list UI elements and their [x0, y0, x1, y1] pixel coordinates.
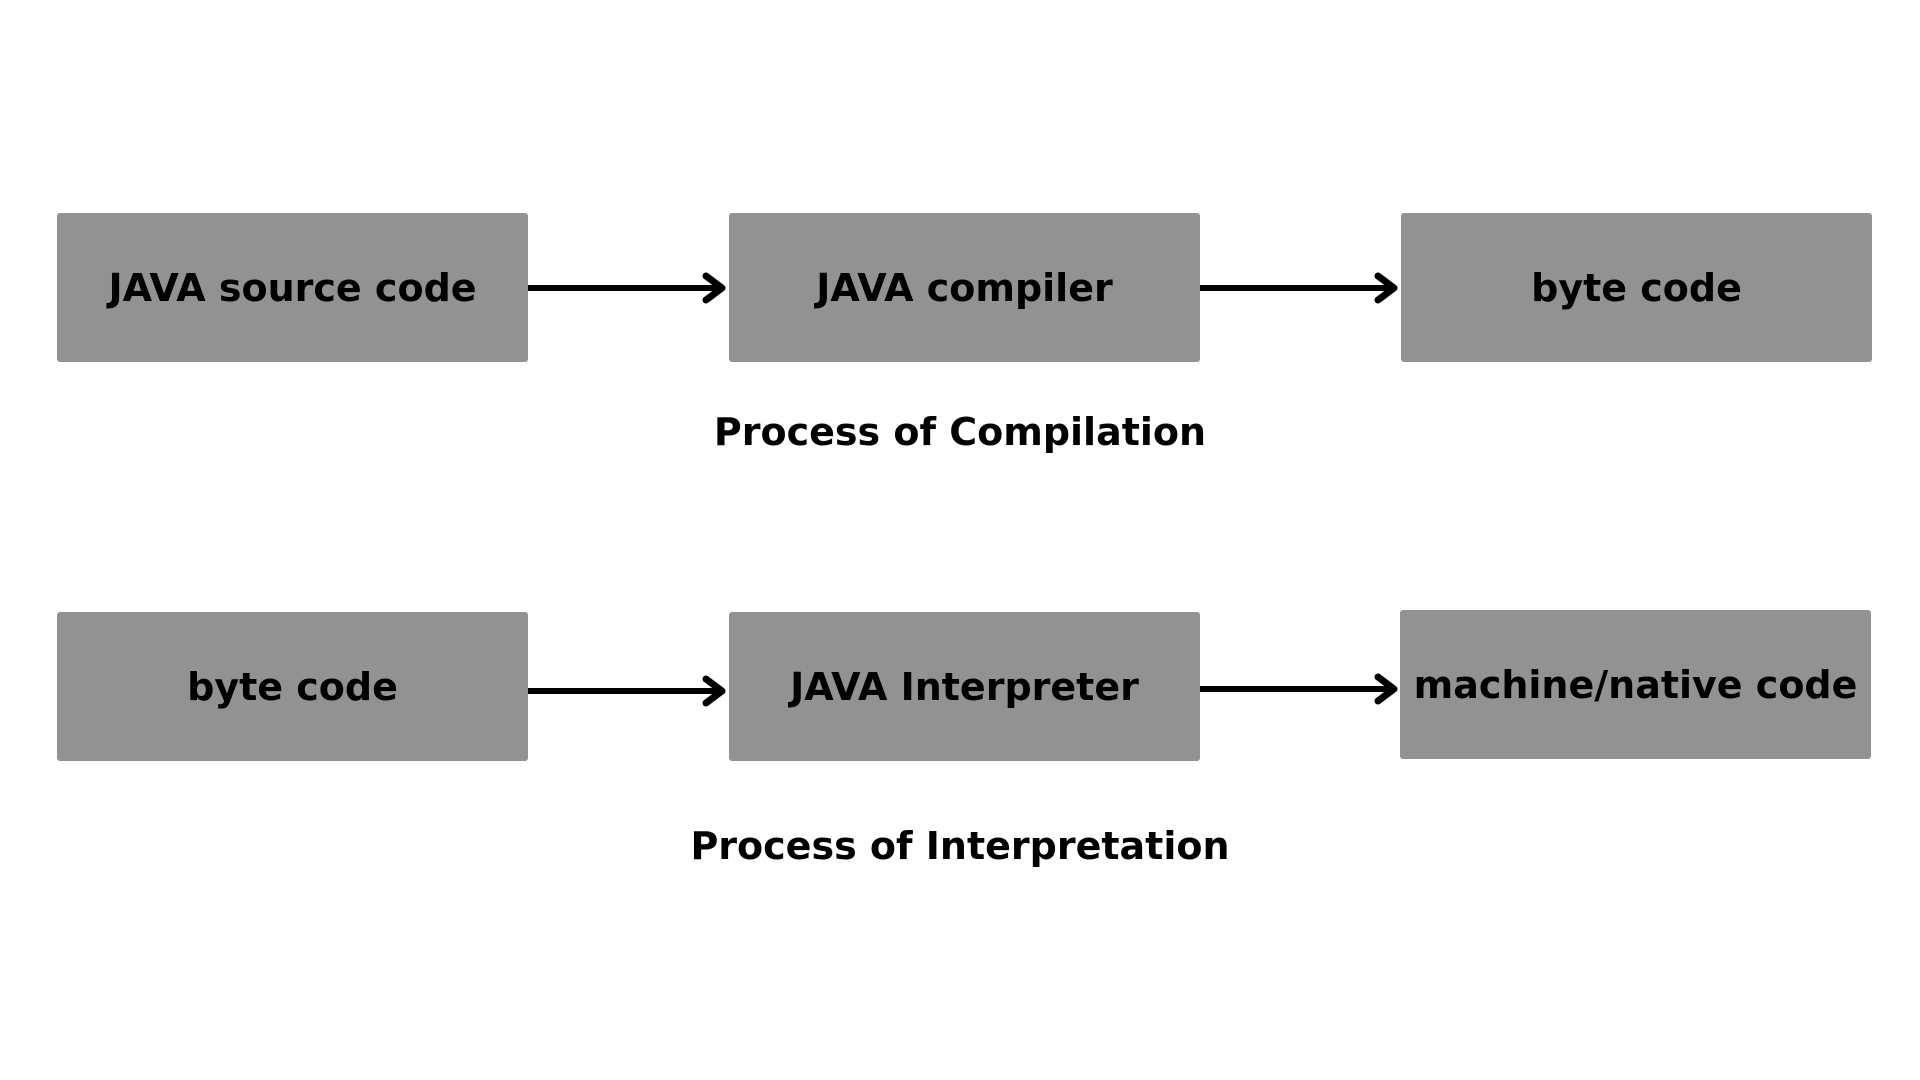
interpretation-interpreter-label: JAVA Interpreter [790, 664, 1139, 709]
interpretation-interpreter-box: JAVA Interpreter [729, 612, 1200, 761]
interpretation-machine-code-label: machine/native code [1413, 662, 1858, 707]
compilation-source-code-box: JAVA source code [57, 213, 528, 362]
compilation-byte-code-box: byte code [1401, 213, 1872, 362]
compilation-compiler-label: JAVA compiler [816, 265, 1113, 310]
interpretation-caption: Process of Interpretation [690, 824, 1230, 868]
arrow-compiler-to-byte-code [1200, 272, 1398, 304]
compilation-caption: Process of Compilation [713, 410, 1207, 454]
compilation-source-code-label: JAVA source code [108, 265, 477, 310]
compilation-byte-code-label: byte code [1531, 265, 1742, 310]
interpretation-byte-code-box: byte code [57, 612, 528, 761]
arrow-byte-code-to-interpreter [528, 675, 726, 707]
interpretation-machine-code-box: machine/native code [1400, 610, 1871, 759]
interpretation-byte-code-label: byte code [187, 664, 398, 709]
arrow-interpreter-to-machine-code [1200, 673, 1398, 705]
arrow-source-to-compiler [528, 272, 726, 304]
compilation-compiler-box: JAVA compiler [729, 213, 1200, 362]
